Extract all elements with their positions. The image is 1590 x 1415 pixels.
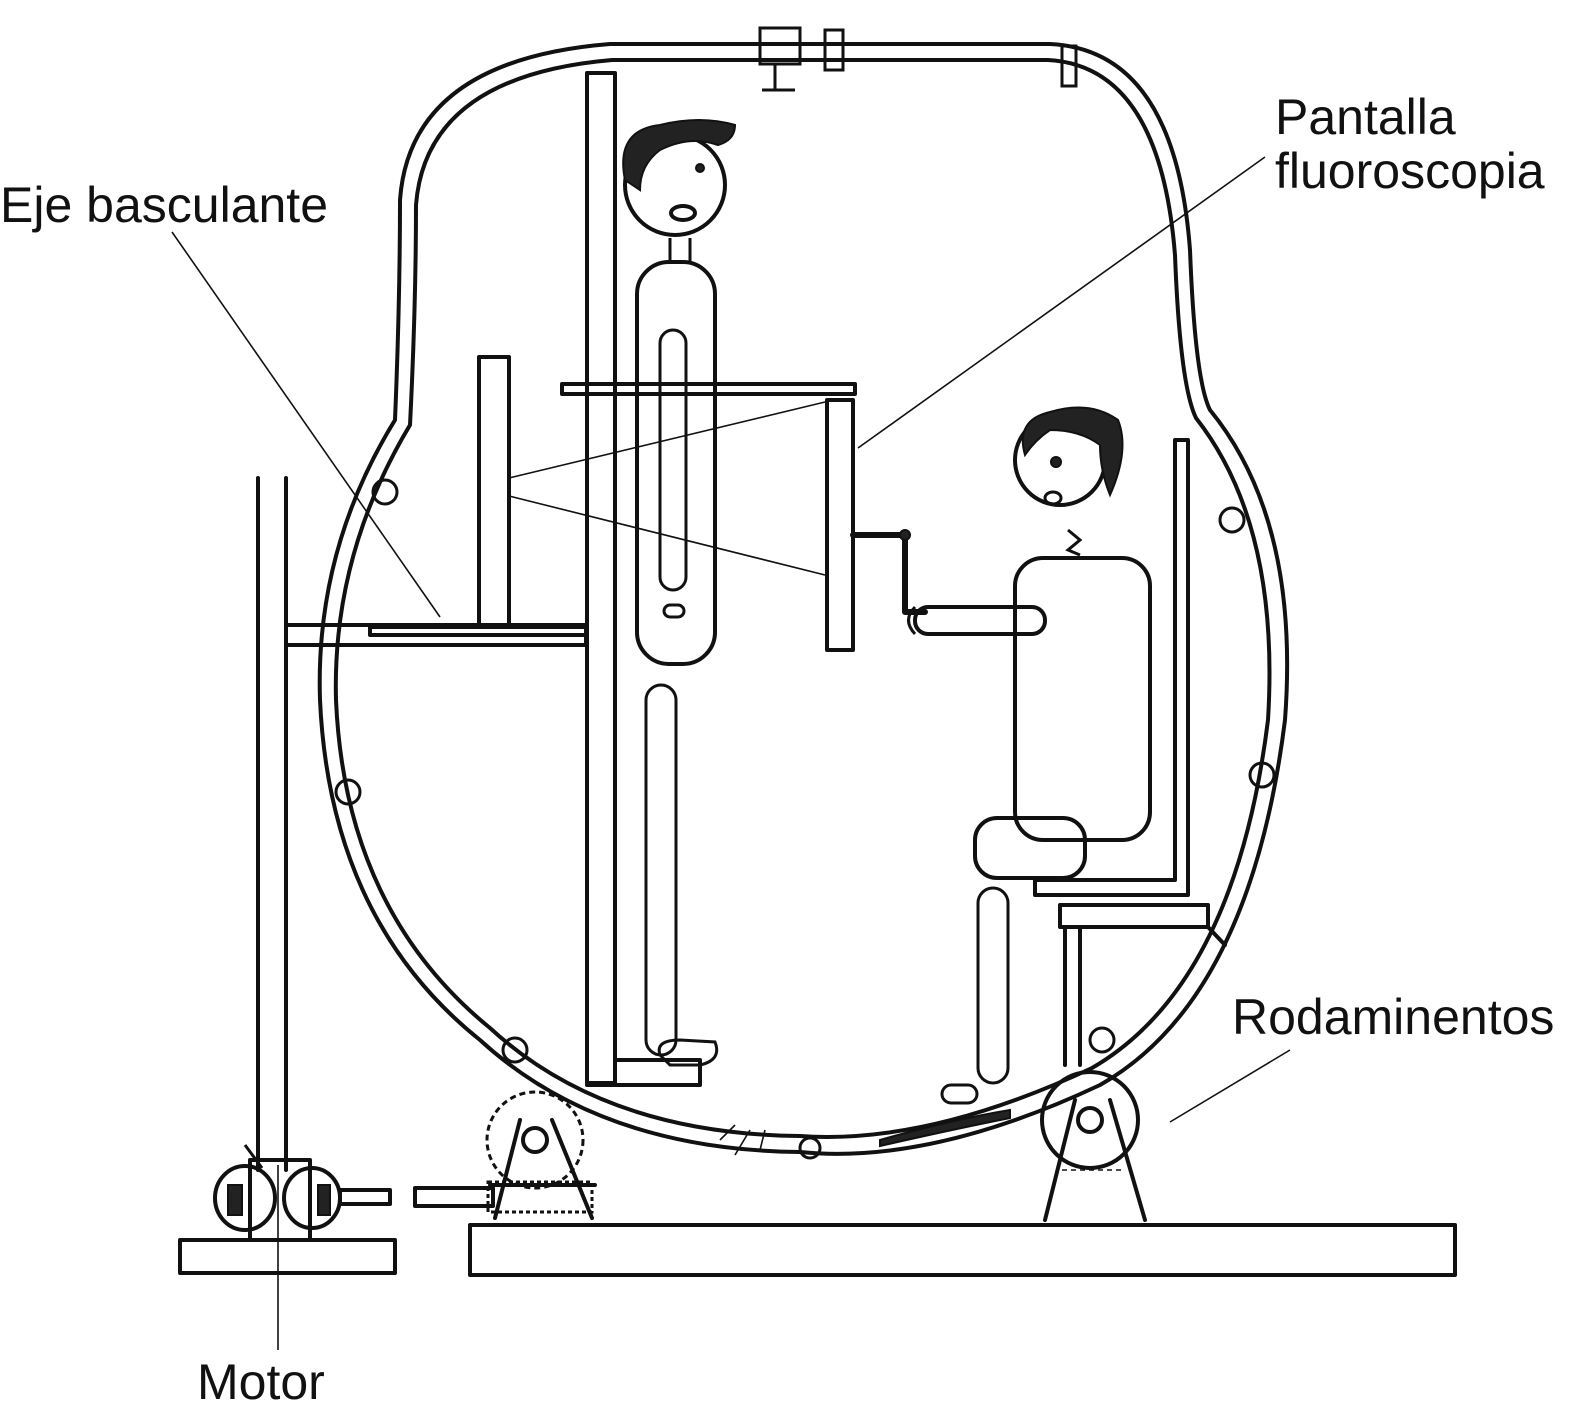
bearing-right bbox=[1040, 1070, 1147, 1222]
rotating-frame bbox=[317, 26, 1290, 1160]
label-fluoroscopy-screen-line2: fluoroscopia bbox=[1275, 143, 1545, 199]
xray-source bbox=[477, 355, 826, 627]
tilt-axis-bar bbox=[256, 476, 588, 1172]
standing-person bbox=[622, 119, 737, 1067]
label-fluoroscopy-screen: Pantalla fluoroscopia bbox=[1275, 90, 1545, 198]
label-motor: Motor bbox=[197, 1354, 325, 1410]
motor-unit bbox=[178, 1144, 495, 1275]
label-bearings: Rodaminentos bbox=[1232, 989, 1555, 1045]
bearing-left bbox=[485, 1090, 597, 1220]
leader-lines bbox=[171, 156, 1291, 1350]
fluoroscopy-screen bbox=[560, 382, 928, 652]
label-fluoroscopy-screen-line1: Pantalla bbox=[1275, 89, 1456, 145]
seated-operator bbox=[907, 406, 1227, 1105]
label-tilt-axis: Eje basculante bbox=[0, 177, 329, 233]
base-plate bbox=[468, 1223, 1457, 1277]
standing-board bbox=[585, 71, 702, 1087]
